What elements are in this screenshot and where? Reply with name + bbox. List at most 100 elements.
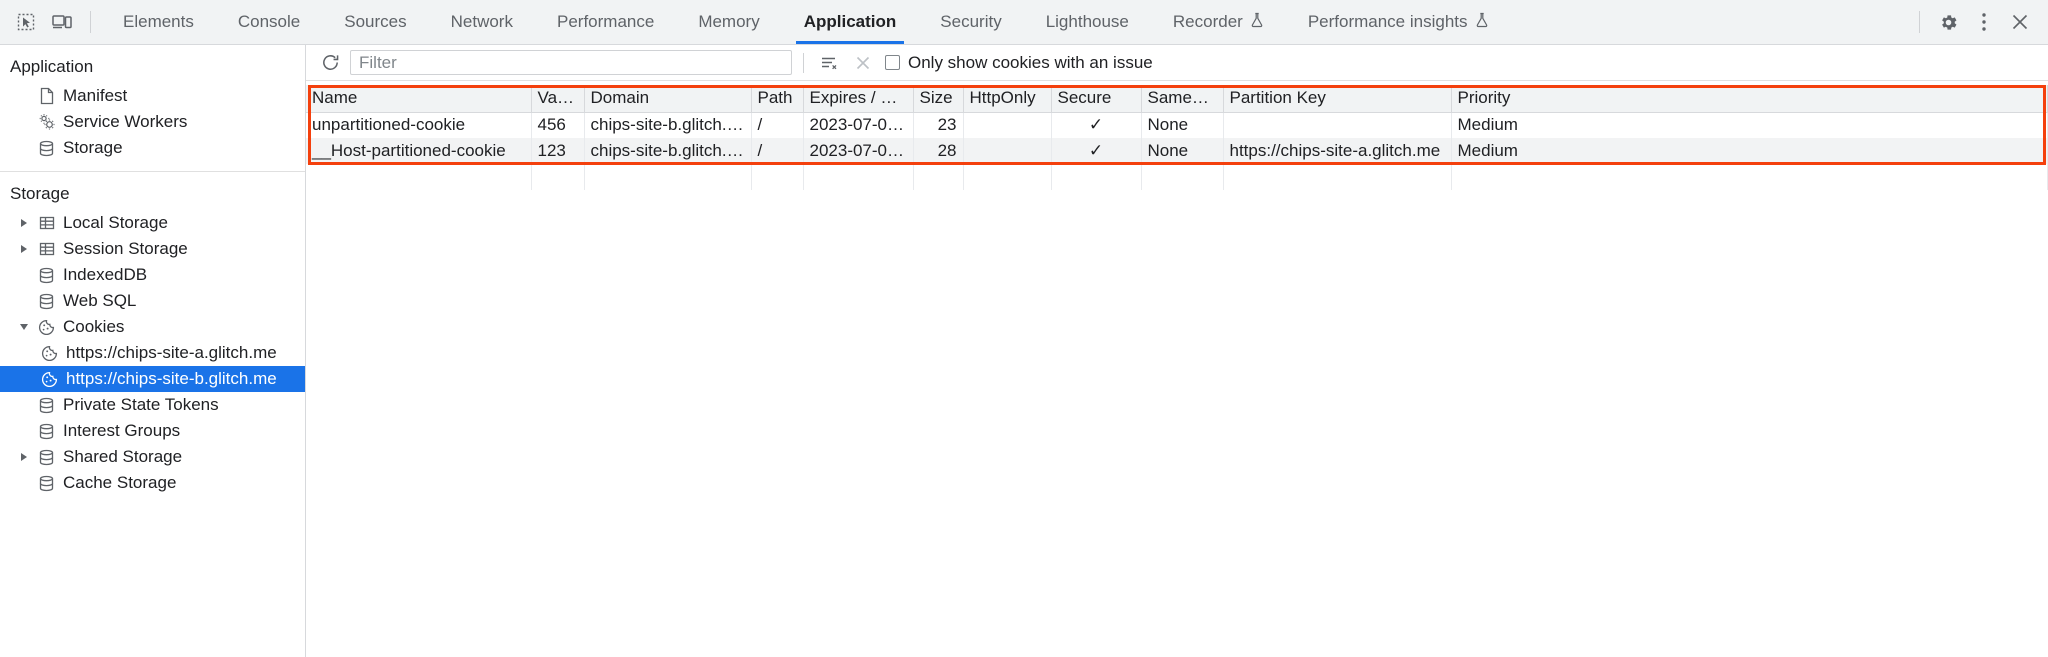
chevron-right-icon[interactable] — [18, 245, 30, 253]
tab-console[interactable]: Console — [216, 0, 322, 44]
tab-performance-insights[interactable]: Performance insights — [1286, 0, 1511, 44]
sidebar-item-label: Manifest — [63, 86, 128, 105]
sidebar-item-web-sql[interactable]: Web SQL — [0, 288, 305, 314]
cell-partition-key — [1223, 112, 1452, 138]
sidebar-item-label: Storage — [63, 138, 123, 157]
tab-label: Application — [803, 12, 897, 31]
database-icon — [37, 396, 56, 415]
chevron-right-icon[interactable] — [18, 453, 30, 461]
tab-application[interactable]: Application — [782, 0, 919, 44]
table-header-row: Name Value Domain Path Expires / M… Size… — [306, 85, 2048, 113]
application-sidebar[interactable]: Application Manifest Service Workers — [0, 45, 306, 657]
tab-lighthouse[interactable]: Lighthouse — [1024, 0, 1151, 44]
toolbar-divider-right — [1919, 11, 1920, 33]
tab-elements[interactable]: Elements — [101, 0, 216, 44]
inspect-element-icon[interactable] — [8, 5, 44, 39]
sidebar-item-label: https://chips-site-b.glitch.me — [66, 369, 277, 388]
filter-input[interactable] — [350, 50, 792, 75]
sidebar-item-shared-storage[interactable]: Shared Storage — [0, 444, 305, 470]
chevron-down-icon[interactable] — [18, 324, 30, 330]
tab-security[interactable]: Security — [918, 0, 1023, 44]
column-header-expires[interactable]: Expires / M… — [803, 85, 914, 113]
devtools-toolbar: Elements Console Sources Network Perform… — [0, 0, 2048, 45]
cell-path: / — [751, 112, 804, 138]
device-toolbar-icon[interactable] — [44, 5, 80, 39]
cell-expires: 2023-07-07… — [803, 112, 914, 138]
column-header-priority[interactable]: Priority — [1451, 85, 2048, 113]
table-icon — [37, 240, 56, 259]
cell-httponly — [963, 112, 1052, 138]
cell-path: / — [751, 138, 804, 164]
only-issues-checkbox-row[interactable]: Only show cookies with an issue — [885, 53, 1153, 73]
clear-filters-icon[interactable] — [815, 50, 843, 76]
filler-cell — [531, 164, 585, 190]
sidebar-group-title-application: Application — [10, 57, 94, 76]
column-header-httponly[interactable]: HttpOnly — [963, 85, 1052, 113]
cell-value: 456 — [531, 112, 585, 138]
filler-cell — [1141, 164, 1224, 190]
filler-cell — [584, 164, 752, 190]
column-header-secure[interactable]: Secure — [1051, 85, 1142, 113]
settings-gear-icon[interactable] — [1930, 5, 1966, 39]
cell-partition-key: https://chips-site-a.glitch.me — [1223, 138, 1452, 164]
tab-label: Network — [450, 12, 513, 31]
column-header-path[interactable]: Path — [751, 85, 804, 113]
table-row[interactable]: unpartitioned-cookie 456 chips-site-b.gl… — [306, 112, 2048, 138]
sidebar-item-label: https://chips-site-a.glitch.me — [66, 343, 277, 362]
cell-value: 123 — [531, 138, 585, 164]
table-icon — [37, 214, 56, 233]
sidebar-item-interest-groups[interactable]: Interest Groups — [0, 418, 305, 444]
sidebar-item-session-storage[interactable]: Session Storage — [0, 236, 305, 262]
cell-name: __Host-partitioned-cookie — [306, 138, 532, 164]
filler-cell — [963, 164, 1052, 190]
column-header-value[interactable]: Value — [531, 85, 585, 113]
sidebar-item-private-state-tokens[interactable]: Private State Tokens — [0, 392, 305, 418]
column-header-size[interactable]: Size — [913, 85, 964, 113]
tab-label: Elements — [123, 12, 194, 31]
sidebar-group-title-storage: Storage — [10, 184, 70, 203]
close-icon[interactable] — [2002, 5, 2038, 39]
sidebar-item-indexeddb[interactable]: IndexedDB — [0, 262, 305, 288]
filler-cell — [1451, 164, 2048, 190]
tab-label: Memory — [698, 12, 760, 31]
filler-cell — [803, 164, 914, 190]
cookies-table[interactable]: Name Value Domain Path Expires / M… Size… — [306, 85, 2048, 190]
tab-recorder[interactable]: Recorder — [1151, 0, 1286, 44]
cell-name: unpartitioned-cookie — [306, 112, 532, 138]
more-options-icon[interactable] — [1966, 5, 2002, 39]
tab-network[interactable]: Network — [429, 0, 535, 44]
sidebar-item-cookies[interactable]: Cookies — [0, 314, 305, 340]
sidebar-item-label: IndexedDB — [63, 265, 148, 284]
refresh-icon[interactable] — [316, 50, 344, 76]
cell-expires: 2023-07-07… — [803, 138, 914, 164]
column-header-partition-key[interactable]: Partition Key — [1223, 85, 1452, 113]
database-icon — [37, 422, 56, 441]
tab-label: Sources — [344, 12, 407, 31]
column-header-samesite[interactable]: SameSite — [1141, 85, 1224, 113]
sidebar-item-cookies-chips-site-b[interactable]: https://chips-site-b.glitch.me — [0, 366, 305, 392]
database-icon — [37, 139, 56, 158]
sidebar-item-cache-storage[interactable]: Cache Storage — [0, 470, 305, 496]
column-header-domain[interactable]: Domain — [584, 85, 752, 113]
clear-all-cookies-icon[interactable] — [849, 50, 877, 76]
sidebar-item-storage[interactable]: Storage — [0, 135, 305, 161]
sidebar-item-manifest[interactable]: Manifest — [0, 83, 305, 109]
sidebar-group-storage: Storage Local Storage Session Storage — [0, 172, 305, 506]
only-issues-checkbox[interactable] — [885, 55, 900, 70]
filler-cell — [306, 164, 532, 190]
sidebar-item-local-storage[interactable]: Local Storage — [0, 210, 305, 236]
database-icon — [37, 266, 56, 285]
cell-domain: chips-site-b.glitch.me — [584, 138, 752, 164]
cell-secure: ✓ — [1051, 112, 1142, 138]
tab-sources[interactable]: Sources — [322, 0, 428, 44]
experiment-flask-icon — [1250, 12, 1264, 33]
sidebar-item-service-workers[interactable]: Service Workers — [0, 109, 305, 135]
sidebar-item-cookies-chips-site-a[interactable]: https://chips-site-a.glitch.me — [0, 340, 305, 366]
database-icon — [37, 292, 56, 311]
column-header-name[interactable]: Name — [306, 85, 532, 113]
chevron-right-icon[interactable] — [18, 219, 30, 227]
tab-memory[interactable]: Memory — [676, 0, 781, 44]
sidebar-item-label: Service Workers — [63, 112, 188, 131]
table-row[interactable]: __Host-partitioned-cookie 123 chips-site… — [306, 138, 2048, 164]
tab-performance[interactable]: Performance — [535, 0, 676, 44]
